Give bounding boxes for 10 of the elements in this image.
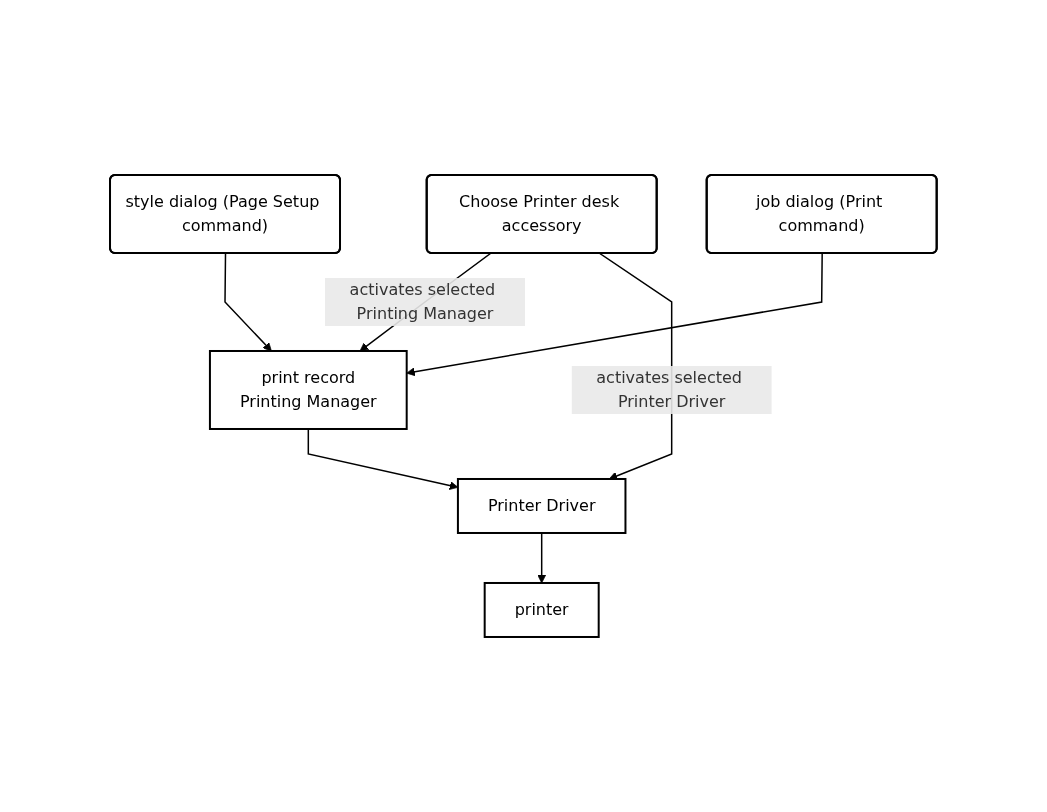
arrow <box>537 532 547 584</box>
arrow <box>307 428 459 490</box>
node-text: style dialog (Page Setup command) <box>125 192 320 235</box>
edge-label: activates selected Printing Manager <box>349 280 496 323</box>
node-box: Printer Driver <box>457 478 627 534</box>
edge-label: activates selected Printer Driver <box>596 367 743 411</box>
arrow <box>406 252 824 377</box>
arrow <box>224 252 272 352</box>
node-box: print record Printing Manager <box>209 350 408 430</box>
node-box: printer <box>483 582 600 638</box>
